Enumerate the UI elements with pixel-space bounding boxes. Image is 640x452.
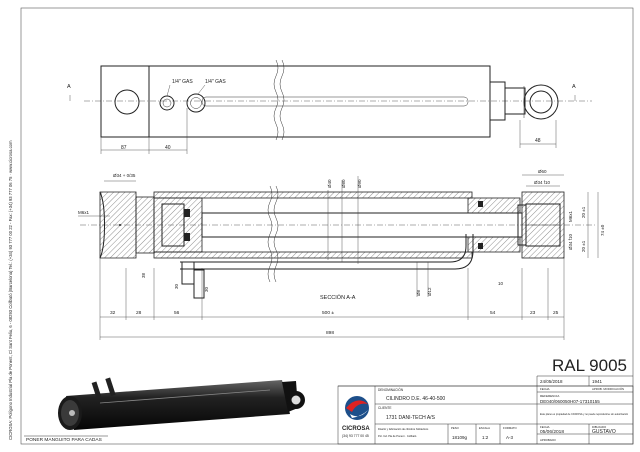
dim-20a: 20 ±1 xyxy=(581,206,586,218)
dim-40: 40 xyxy=(165,145,171,151)
dim-total: 898 xyxy=(326,330,334,336)
dim-25: 25 xyxy=(553,310,559,316)
dim-10: 10 xyxy=(498,281,504,286)
sheet-border xyxy=(20,7,634,445)
reference: DE040/060050H07-17310155 xyxy=(540,399,600,404)
dim-phi-8: Ø8 xyxy=(416,289,421,296)
dim-56: 56 xyxy=(174,310,180,316)
dim-28: 28 xyxy=(136,310,142,316)
section-view: SECCIÓN A-A Ø40 Ø80 Ø90 Ø8 Ø12 Ø34 + 0/3… xyxy=(78,169,605,340)
dim-phi-12: Ø12 xyxy=(427,287,432,296)
approved-label: APROBADO xyxy=(540,438,557,442)
dim-38: 38 xyxy=(141,272,146,278)
date: 05/06/2018 xyxy=(540,429,564,435)
title-block: CICROSA (34) 93 777 00 45 DENOMINACIÓN C… xyxy=(337,375,634,445)
section-label: SECCIÓN A-A xyxy=(320,294,356,301)
property-note: Este plano es propiedad de CICROSA y no … xyxy=(540,413,629,416)
format: A-3 xyxy=(506,435,514,440)
company-phone: (34) 93 777 00 45 xyxy=(342,434,369,438)
port-label-2: 1/4" GAS xyxy=(205,79,226,85)
dim-23: 23 xyxy=(530,310,536,316)
company-address: Pol. Ind. Pla de Ponent · Collbató xyxy=(378,434,417,438)
dim-phi-40: Ø40 xyxy=(327,179,332,188)
company-sub: Diseño y fabricación de cilindros hidráu… xyxy=(378,427,429,431)
weight-label: PESO xyxy=(451,426,460,430)
date-label: FECHA xyxy=(540,425,550,429)
dim-20b: 20 ±1 xyxy=(581,240,586,252)
port-label-1: 1/4" GAS xyxy=(172,79,193,85)
ral-color-label: RAL 9005 xyxy=(552,356,627,375)
format-label: FORMATO xyxy=(503,426,518,430)
client-label: CLIENTE xyxy=(378,406,391,410)
dim-phi-pin: Ø34 f10 xyxy=(534,180,551,185)
dim-500: 500 ± xyxy=(322,310,334,316)
dim-phi-ext: Ø60 xyxy=(538,169,547,174)
top-rev-label: APROB. MODIFICACIÓN xyxy=(592,386,624,391)
dim-30b: 30 xyxy=(204,286,209,292)
dim-54: 54 xyxy=(490,310,496,316)
dim-48: 48 xyxy=(535,138,541,144)
weight: 18109g xyxy=(452,435,468,440)
dim-74: 74 ±0 xyxy=(600,224,605,236)
scale: 1:2 xyxy=(482,435,489,440)
denomination-label: DENOMINACIÓN xyxy=(378,387,404,392)
client: 1731 DANI-TECH A/S xyxy=(386,415,436,421)
scale-label: ESCALA xyxy=(479,426,490,430)
section-arrow-top: A xyxy=(67,84,71,90)
dim-m6-rear: M6x1 xyxy=(78,210,90,215)
drawn-label: DIBUJADO xyxy=(592,425,607,429)
reference-label: REFERENCIA xyxy=(540,394,559,398)
dim-m6-front: M6x1 xyxy=(568,210,573,222)
dim-30a: 30 xyxy=(174,283,179,289)
dim-32: 32 xyxy=(110,310,116,316)
cylinder-3d-preview xyxy=(58,377,305,430)
dim-87: 87 xyxy=(121,145,127,151)
dim-phi-80: Ø80 xyxy=(341,179,346,188)
drawn-by: GUSTAVO xyxy=(592,429,616,435)
section-arrow-bottom: A xyxy=(572,84,576,90)
top-rev: 1941 xyxy=(592,379,603,384)
top-date-label: FECHA xyxy=(540,387,550,391)
dim-phi-25: Ø34 + 0/35 xyxy=(113,173,136,178)
company-name: CICROSA xyxy=(342,426,370,432)
dim-phi-90: Ø90 xyxy=(357,179,362,188)
denomination: CILINDRO D.E. 46-40-500 xyxy=(386,396,445,402)
side-border-text: CICROSA: Polígono Industrial Pla de Pone… xyxy=(8,140,13,440)
top-view: 1/4" GAS 1/4" GAS A A 87 40 48 xyxy=(67,59,592,154)
top-date: 24/05/2018 xyxy=(540,379,563,384)
dim-phi-pin-2: Ø34 f10 xyxy=(568,233,573,250)
bottom-left-note: PONER MANGUITO PARA CADAS xyxy=(26,437,102,443)
